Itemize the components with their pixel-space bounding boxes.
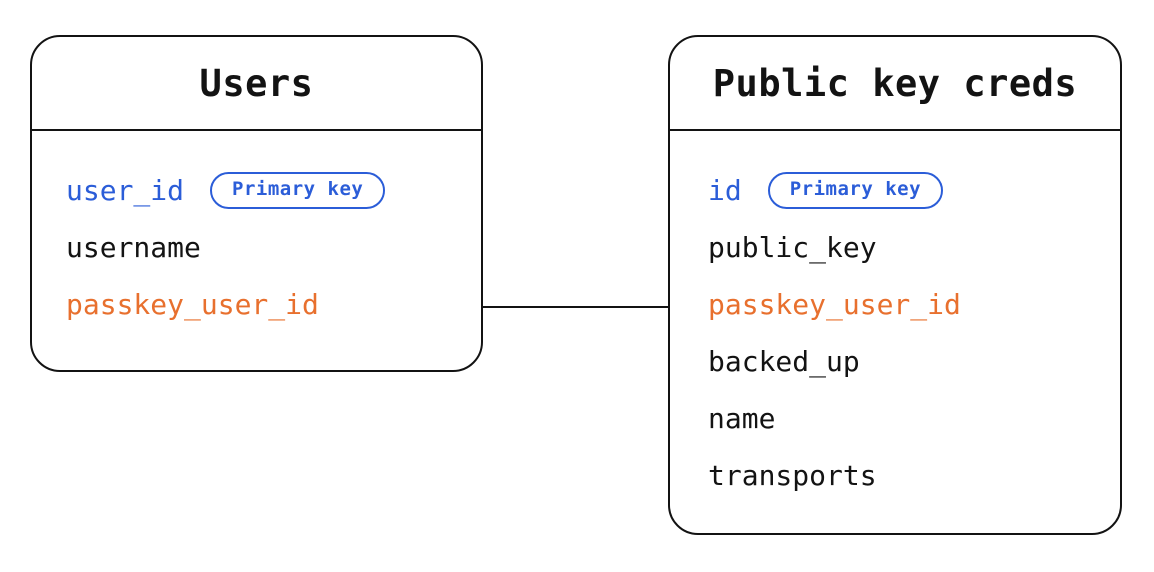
field-row-transports: transports xyxy=(708,447,1106,504)
field-row-id: id Primary key xyxy=(708,162,1106,219)
field-name-passkey-user-id: passkey_user_id xyxy=(708,288,961,321)
table-title-users: Users xyxy=(199,61,314,105)
field-row-passkey-user-id: passkey_user_id xyxy=(66,276,467,333)
primary-key-badge: Primary key xyxy=(767,172,944,209)
field-row-passkey-user-id: passkey_user_id xyxy=(708,276,1106,333)
field-row-backed-up: backed_up xyxy=(708,333,1106,390)
relationship-connector xyxy=(483,306,668,308)
field-name-id: id xyxy=(708,174,742,207)
field-name-transports: transports xyxy=(708,459,877,492)
field-name-user-id: user_id xyxy=(66,174,185,207)
table-header-users: Users xyxy=(32,37,481,131)
table-header-public-key-creds: Public key creds xyxy=(670,37,1120,131)
field-list-users: user_id Primary key username passkey_use… xyxy=(32,131,481,333)
primary-key-badge: Primary key xyxy=(210,172,386,209)
table-title-public-key-creds: Public key creds xyxy=(712,61,1078,105)
table-node-public-key-creds: Public key creds id Primary key public_k… xyxy=(668,35,1122,535)
field-row-user-id: user_id Primary key xyxy=(66,162,467,219)
field-row-username: username xyxy=(66,219,467,276)
field-list-public-key-creds: id Primary key public_key passkey_user_i… xyxy=(670,131,1120,504)
field-name-backed-up: backed_up xyxy=(708,345,860,378)
field-row-name: name xyxy=(708,390,1106,447)
field-row-public-key: public_key xyxy=(708,219,1106,276)
field-name-username: username xyxy=(66,231,201,264)
field-name-public-key: public_key xyxy=(708,231,877,264)
table-node-users: Users user_id Primary key username passk… xyxy=(30,35,483,372)
field-name-passkey-user-id: passkey_user_id xyxy=(66,288,319,321)
field-name-name: name xyxy=(708,402,776,435)
